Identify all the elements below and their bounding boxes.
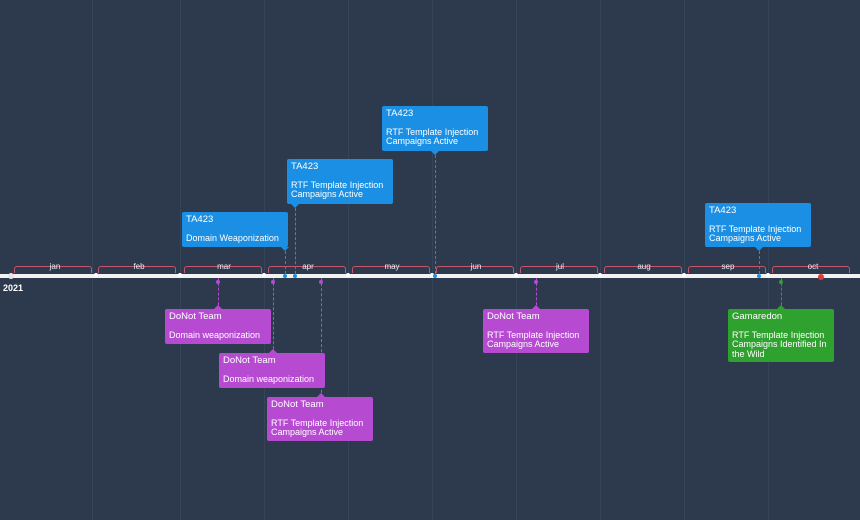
month-tick (430, 273, 434, 277)
month-bracket-jun (436, 266, 514, 273)
event-title: DoNot Team (169, 311, 222, 322)
event-description: RTF Template Injection Campaigns Active (487, 329, 580, 349)
month-tick (94, 273, 98, 277)
today-marker (818, 274, 824, 280)
event-title: TA423 (186, 214, 214, 225)
event-marker (534, 280, 538, 284)
event-title: DoNot Team (487, 311, 540, 322)
event-title: TA423 (709, 205, 737, 216)
month-label-sep: sep (721, 262, 735, 271)
event-description: RTF Template Injection Campaigns Active (291, 179, 384, 199)
grid-line (684, 0, 685, 520)
event-description: Domain weaponization (169, 329, 261, 340)
event-connector (536, 278, 537, 310)
year-start-marker (8, 273, 14, 279)
callout-pointer (269, 349, 277, 353)
event-description: RTF Template Injection Campaigns Active (386, 126, 479, 146)
event-marker (293, 274, 297, 278)
event-connector (435, 155, 436, 274)
event-title: Gamaredon (732, 311, 783, 322)
month-bracket-oct (772, 266, 850, 273)
callout-pointer (431, 151, 439, 155)
month-bracket-jul (520, 266, 598, 273)
month-bracket-aug (604, 266, 682, 273)
event-title: DoNot Team (223, 355, 276, 366)
event-description: RTF Template Injection Campaigns Active (271, 417, 364, 437)
event-description: RTF Template Injection Campaigns Active (709, 223, 802, 243)
month-tick (682, 273, 686, 277)
month-bracket-mar (184, 266, 262, 273)
month-tick (766, 273, 770, 277)
event-description: RTF Template Injection Campaigns Identif… (732, 329, 827, 359)
month-tick (178, 273, 182, 277)
event-marker (283, 274, 287, 278)
grid-line (768, 0, 769, 520)
callout-pointer (777, 305, 785, 309)
callout-pointer (281, 247, 289, 251)
event-connector (285, 251, 286, 274)
event-marker (433, 274, 437, 278)
event-marker (757, 274, 761, 278)
event-card-ta423-domain-weaponization[interactable]: TA423 Domain Weaponization (182, 212, 289, 251)
event-description: Domain Weaponization (186, 232, 279, 243)
event-marker (319, 280, 323, 284)
event-marker (271, 280, 275, 284)
grid-line (92, 0, 93, 520)
event-card-donot-rtf-apr[interactable]: DoNot Team RTF Template Injection Campai… (267, 393, 373, 441)
month-tick (514, 273, 518, 277)
month-label-jun: jun (470, 262, 482, 271)
callout-pointer (317, 393, 325, 397)
event-card-gamaredon-rtf-oct[interactable]: Gamaredon RTF Template Injection Campaig… (728, 305, 834, 362)
month-label-apr: apr (302, 262, 314, 271)
month-label-mar: mar (217, 262, 231, 271)
event-card-donot-domain-weaponization-apr[interactable]: DoNot Team Domain weaponization (219, 349, 325, 388)
event-title: DoNot Team (271, 399, 324, 410)
grid-line (264, 0, 265, 520)
event-connector (759, 251, 760, 274)
event-marker (779, 280, 783, 284)
month-tick (346, 273, 350, 277)
month-label-may: may (384, 262, 400, 271)
month-tick (262, 273, 266, 277)
month-bracket-apr (268, 266, 346, 273)
event-marker (216, 280, 220, 284)
event-connector (321, 278, 322, 398)
event-card-donot-rtf-jul[interactable]: DoNot Team RTF Template Injection Campai… (483, 305, 589, 353)
event-connector (273, 278, 274, 354)
grid-line (600, 0, 601, 520)
month-label-jan: jan (49, 262, 61, 271)
month-bracket-jan (14, 266, 92, 273)
event-title: TA423 (291, 161, 319, 172)
month-label-aug: aug (637, 262, 651, 271)
month-label-oct: oct (807, 262, 819, 271)
event-connector (218, 278, 219, 310)
grid-line (432, 0, 433, 520)
event-card-ta423-rtf-sep[interactable]: TA423 RTF Template Injection Campaigns A… (705, 203, 811, 251)
event-connector (781, 278, 782, 310)
grid-line (348, 0, 349, 520)
month-label-feb: feb (133, 262, 145, 271)
event-title: TA423 (386, 108, 414, 119)
callout-pointer (214, 305, 222, 309)
month-label-jul: jul (555, 262, 565, 271)
month-bracket-sep (688, 266, 766, 273)
event-card-donot-domain-weaponization-mar[interactable]: DoNot Team Domain weaponization (165, 305, 271, 344)
event-card-ta423-rtf-apr[interactable]: TA423 RTF Template Injection Campaigns A… (287, 159, 393, 208)
callout-pointer (291, 204, 299, 208)
month-bracket-may (352, 266, 430, 273)
grid-line (516, 0, 517, 520)
year-label: 2021 (3, 283, 24, 293)
grid-line (180, 0, 181, 520)
callout-pointer (532, 305, 540, 309)
month-tick (598, 273, 602, 277)
callout-pointer (755, 247, 763, 251)
event-connector (295, 208, 296, 274)
event-card-ta423-rtf-may[interactable]: TA423 RTF Template Injection Campaigns A… (382, 106, 488, 155)
event-description: Domain weaponization (223, 373, 315, 384)
month-bracket-feb (98, 266, 176, 273)
